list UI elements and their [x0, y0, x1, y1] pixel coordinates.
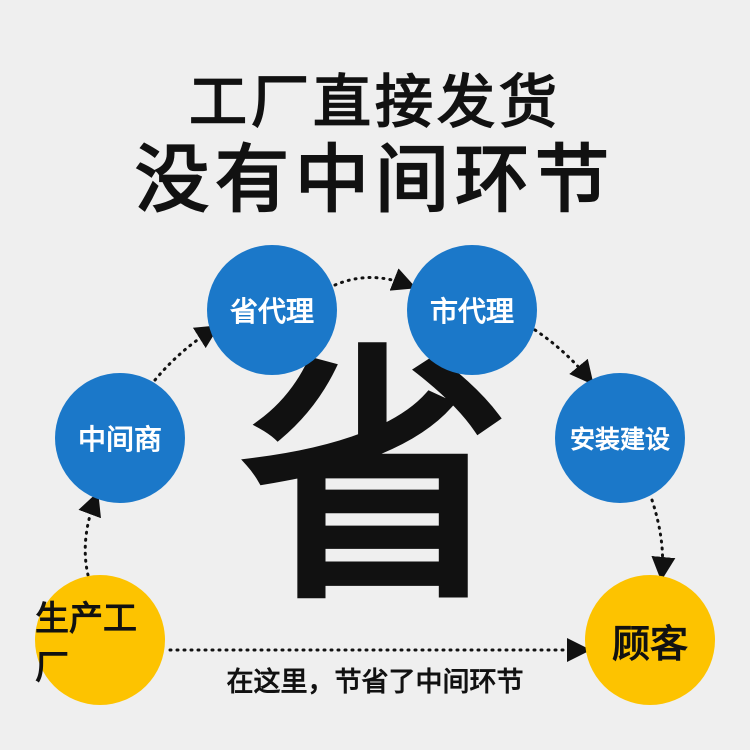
headline: 工厂直接发货 [188, 68, 561, 136]
node-city-agent: 市代理 [407, 245, 537, 375]
node-installation: 安装建设 [555, 373, 685, 503]
node-factory: 生产工厂 [35, 575, 165, 705]
arrow-city-install [533, 328, 594, 385]
arrow-factory-middleman [78, 491, 101, 577]
arrow-install-customer [650, 498, 676, 581]
big-character: 省 [240, 322, 510, 637]
node-provincial-agent: 省代理 [207, 245, 337, 375]
arrow-middleman-provincial [153, 325, 220, 382]
subheadline: 没有中间环节 [135, 137, 615, 223]
bottom-caption: 在这里，节省了中间环节 [226, 667, 524, 698]
arrow-provincial-city [333, 268, 417, 291]
node-customer: 顾客 [585, 575, 715, 705]
node-middleman: 中间商 [55, 373, 185, 503]
